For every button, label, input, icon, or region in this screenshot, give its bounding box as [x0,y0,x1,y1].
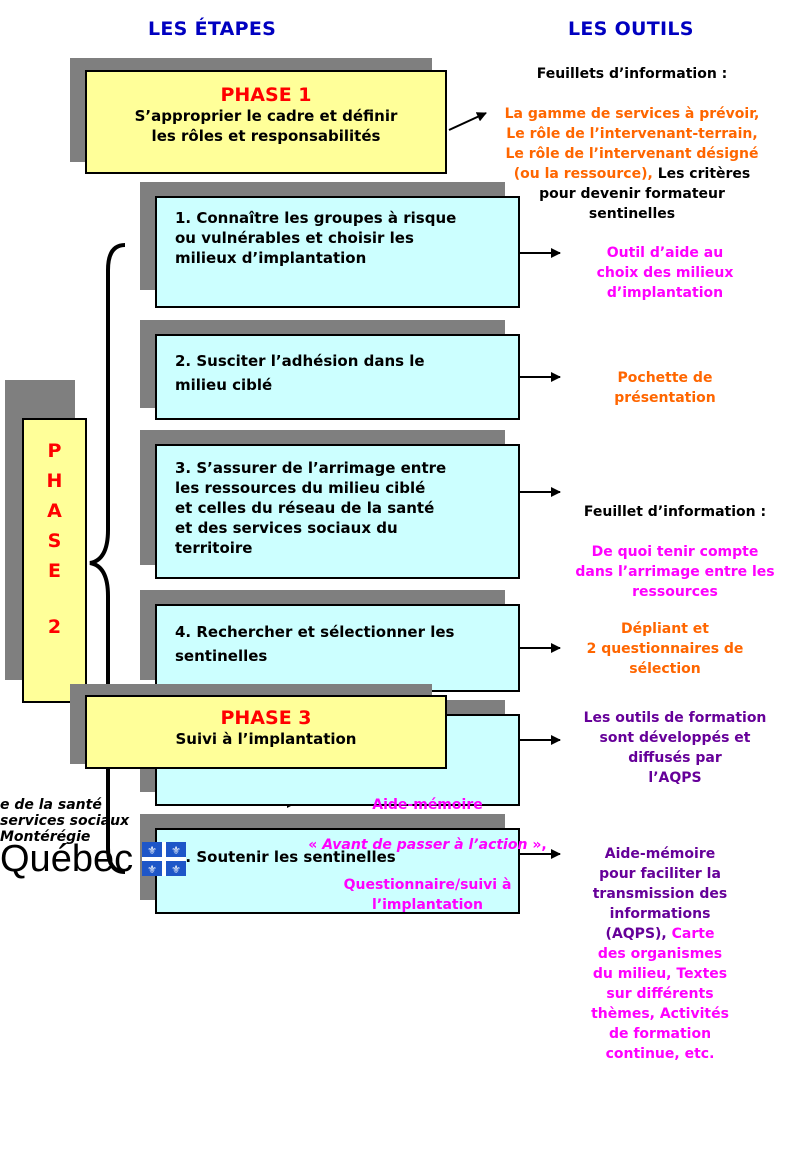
phase1-tools: Feuillets d’information : La gamme de se… [482,44,782,224]
step6-tool-purple: Aide-mémoire pour faciliter la transmiss… [592,846,728,942]
step6-tool-magenta: Carte des organismes du milieu, Textes s… [591,926,729,1062]
phase3-tool-line2-prefix: « [308,837,323,853]
phase3-tool: Aide-mémoire « Avant de passer à l’actio… [300,775,555,915]
svg-text:⚜: ⚜ [147,863,157,876]
step2-box: 2. Susciter l’adhésion dans le milieu ci… [155,334,520,420]
phase3-subtitle: Suivi à l’implantation [175,730,357,748]
svg-text:⚜: ⚜ [147,844,157,857]
phase3-tool-line2-em: Avant de passer à l’action [322,837,528,853]
phase1-title: PHASE 1 [220,84,312,106]
phase1-subtitle: S’approprier le cadre et définir les rôl… [134,107,398,145]
svg-text:⚜: ⚜ [171,863,181,876]
phase3-title: PHASE 3 [220,707,312,729]
phase2-letter: A [47,500,62,522]
step1-tool: Outil d’aide au choix des milieux d’impl… [596,245,734,301]
phase2-letter: S [47,530,62,552]
phase2-letter: 2 [47,616,62,638]
step6-tool: Aide-mémoire pour faciliter la transmiss… [560,824,760,1064]
step5-tool: Les outils de formation sont développés … [583,710,767,786]
phase2-letter: E [48,560,61,582]
phase2-letter: H [46,470,63,492]
step3-tool-body: De quoi tenir compte dans l’arrimage ent… [575,544,775,600]
quebec-wordmark: Québec [0,838,134,880]
phase3-tool-line2-suffix: », [527,837,547,853]
phase2-brace [89,243,126,874]
step2-tool: Pochette de présentation [614,370,716,406]
step4-tool: Dépliant et 2 questionnaires de sélectio… [586,621,744,677]
phase1-box: PHASE 1 S’approprier le cadre et définir… [85,70,447,174]
step4-box: 4. Rechercher et sélectionner les sentin… [155,604,520,692]
phase1-tools-items: La gamme de services à prévoir, Le rôle … [504,106,760,182]
quebec-flag-icon: ⚜ ⚜ ⚜ ⚜ [142,842,186,876]
step3-tool: Feuillet d’information : De quoi tenir c… [560,482,789,602]
logo-text: e de la santé services sociaux Montérégi… [0,797,130,845]
phase3-tool-line3: Questionnaire/suivi à l’implantation [343,877,512,913]
tools-heading: LES OUTILS [568,18,694,40]
phase2-letter: P [47,440,62,462]
step6-box: 6. Soutenir les sentinelles [155,828,520,914]
phase3-box: PHASE 3 Suivi à l’implantation [85,695,447,769]
step1-box: 1. Connaître les groupes à risque ou vul… [155,196,520,308]
svg-text:⚜: ⚜ [171,844,181,857]
steps-heading: LES ÉTAPES [148,18,277,40]
phase1-tools-tail: Les critères pour devenir formateur sent… [539,166,751,222]
phase1-tools-intro: Feuillets d’information : [536,66,728,82]
phase3-tool-line1: Aide-mémoire [372,797,483,813]
step3-tool-intro: Feuillet d’information : [583,504,767,520]
phase2-box: P H A S E 2 [22,418,87,703]
phase1-arrow [448,112,487,131]
step3-box: 3. S’assurer de l’arrimage entre les res… [155,444,520,579]
